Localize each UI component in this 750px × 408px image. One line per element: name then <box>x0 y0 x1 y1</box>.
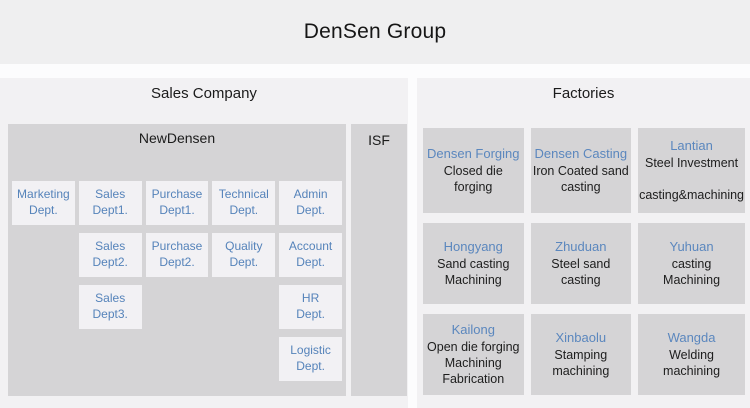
factory-name: Xinbaolu <box>555 329 607 345</box>
sales-company-panel: Sales Company NewDensen Marketing Dept. … <box>0 78 408 408</box>
factory-grid: Densen Forging Closed die forging Densen… <box>423 128 745 395</box>
factory-box-wangda: Wangda Welding machining <box>638 314 745 395</box>
factories-panel: Factories Densen Forging Closed die forg… <box>417 78 750 408</box>
factory-description: Welding machining <box>663 347 721 378</box>
factory-box-kailong: Kailong Open die forging Machining Fabri… <box>423 314 524 395</box>
newdensen-label: NewDensen <box>138 130 216 146</box>
factory-box-densen-forging: Densen Forging Closed die forging <box>423 128 524 213</box>
newdensen-container: NewDensen Marketing Dept. Sales Dept1. P… <box>8 124 346 396</box>
factory-name: Wangda <box>667 329 716 345</box>
factory-description: Sand casting Machining <box>437 256 510 287</box>
factory-name: Lantian <box>670 137 713 153</box>
title-band: DenSen Group <box>0 0 750 64</box>
dept-box-hr: HR Dept. <box>279 285 342 329</box>
factory-box-densen-casting: Densen Casting Iron Coated sand casting <box>530 128 632 213</box>
isf-label: ISF <box>368 132 390 148</box>
dept-box-marketing: Marketing Dept. <box>12 181 75 225</box>
factory-name: Yuhuan <box>669 238 714 254</box>
factories-header: Factories <box>552 85 615 102</box>
dept-box-technical: Technical Dept. <box>212 181 276 225</box>
factory-box-zhuduan: Zhuduan Steel sand casting <box>530 223 632 304</box>
department-grid: Marketing Dept. Sales Dept1. Purchase De… <box>12 181 342 381</box>
dept-box-purchase2: Purchase Dept2. <box>145 233 209 277</box>
factory-description: casting Machining <box>663 256 721 287</box>
factory-description: Steel Investment casting&machining <box>639 155 744 203</box>
dept-box-sales3: Sales Dept3. <box>78 285 142 329</box>
dept-box-admin: Admin Dept. <box>279 181 342 225</box>
factory-description: Open die forging Machining Fabrication <box>427 339 520 387</box>
dept-box-quality: Quality Dept. <box>212 233 276 277</box>
factory-name: Kailong <box>451 321 495 337</box>
factory-name: Densen Forging <box>427 145 520 161</box>
factory-name: Zhuduan <box>555 238 607 254</box>
isf-container: ISF <box>351 124 407 396</box>
page-title: DenSen Group <box>303 20 447 43</box>
factory-box-yuhuan: Yuhuan casting Machining <box>638 223 745 304</box>
dept-box-account: Account Dept. <box>279 233 342 277</box>
factory-box-lantian: Lantian Steel Investment casting&machini… <box>638 128 745 213</box>
factory-description: Iron Coated sand casting <box>532 163 629 194</box>
dept-box-purchase1: Purchase Dept1. <box>145 181 209 225</box>
dept-box-sales1: Sales Dept1. <box>78 181 142 225</box>
factory-name: Hongyang <box>443 238 503 254</box>
factory-name: Densen Casting <box>534 145 628 161</box>
factory-box-xinbaolu: Xinbaolu Stamping machining <box>530 314 632 395</box>
factory-description: Stamping machining <box>552 347 610 378</box>
sales-company-header: Sales Company <box>151 85 257 102</box>
factory-box-hongyang: Hongyang Sand casting Machining <box>423 223 524 304</box>
factory-description: Closed die forging <box>443 163 503 194</box>
factory-description: Steel sand casting <box>551 256 611 287</box>
dept-box-logistic: Logistic Dept. <box>279 337 342 381</box>
dept-box-sales2: Sales Dept2. <box>78 233 142 277</box>
